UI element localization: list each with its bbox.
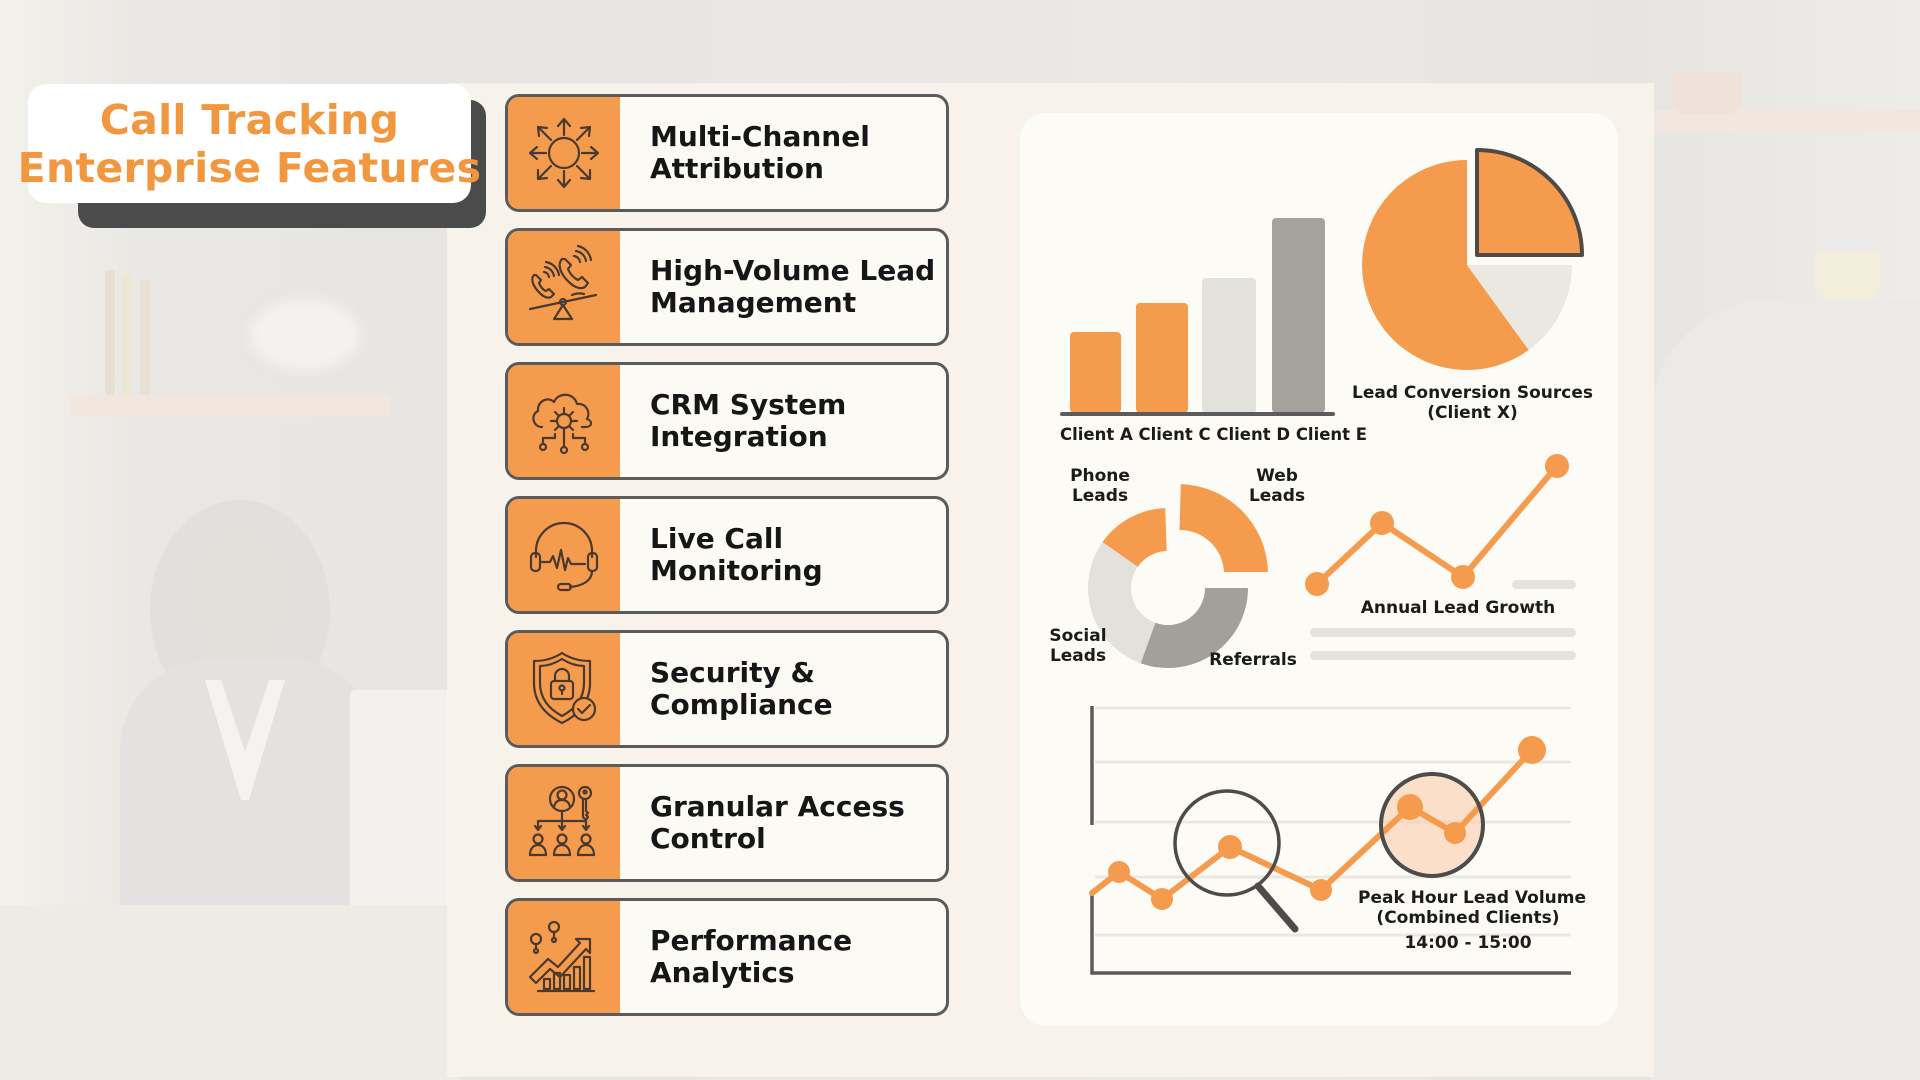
data-point <box>1545 454 1569 478</box>
x-label-client-c: Client C <box>1138 425 1211 444</box>
cloud-gear-icon <box>532 393 593 455</box>
shield-lock-check-icon <box>532 651 597 725</box>
background-plant-pot <box>1672 72 1742 114</box>
background-book <box>122 275 132 395</box>
background-shelf <box>70 395 390 417</box>
lead-sources-donut <box>1087 484 1268 669</box>
pie-slice-secondary <box>1467 265 1572 350</box>
annual-lead-growth-title: Annual Lead Growth <box>1360 598 1556 618</box>
feature-card-security-compliance[interactable]: Security & Compliance <box>505 630 949 748</box>
donut-segment-phone <box>1102 508 1167 567</box>
headset-waveform-icon <box>529 521 599 592</box>
feature-title-line-2: Analytics <box>650 956 795 989</box>
feature-title-line-1: Granular Access <box>650 790 905 823</box>
annual-lead-growth-chart <box>1305 454 1576 660</box>
peak-hour-annotation: 14:00 - 15:00 <box>1404 933 1532 953</box>
feature-title-line-2: Management <box>650 286 857 319</box>
page-title: Call Tracking Enterprise Features <box>18 84 481 203</box>
feature-title-line-2: Attribution <box>650 152 824 185</box>
lead-conversion-pie <box>1362 148 1584 370</box>
feature-title-line-1: Live Call <box>650 522 784 555</box>
feature-card-performance-analytics[interactable]: Performance Analytics <box>505 898 949 1016</box>
donut-label-web-leads: Web Leads <box>1248 466 1306 506</box>
peak-highlight-circle <box>1379 772 1485 878</box>
feature-title-line-2: Control <box>650 822 766 855</box>
feature-title-line-2: Compliance <box>650 688 833 721</box>
x-axis <box>1090 895 1571 975</box>
feature-card-crm-system-integration[interactable]: CRM System Integration <box>505 362 949 480</box>
x-label-client-a: Client A <box>1060 425 1133 444</box>
background-book <box>105 270 115 395</box>
background-shelf <box>1655 110 1920 132</box>
feature-title-line-1: CRM System <box>650 388 847 421</box>
background-plant-pot <box>1815 252 1880 300</box>
data-point <box>1451 565 1475 589</box>
feature-card-live-call-monitoring[interactable]: Live Call Monitoring <box>505 496 949 614</box>
donut-label-referrals: Referrals <box>1209 650 1297 670</box>
bar-client-e <box>1272 218 1325 413</box>
pie-slice-primary <box>1362 160 1529 370</box>
x-label-client-d: Client D <box>1216 425 1291 444</box>
feature-title-line-1: Performance <box>650 924 853 957</box>
donut-label-phone-leads: Phone Leads <box>1070 466 1130 506</box>
bar-chart-x-labels: Client A Client C Client D Client E <box>1060 425 1367 445</box>
background-person-head <box>190 530 290 660</box>
data-point <box>1305 572 1329 596</box>
bar-client-d <box>1202 278 1256 413</box>
pie-chart-title: Lead Conversion Sources (Client X) <box>1352 383 1593 423</box>
feature-title-line-1: High-Volume Lead <box>650 254 936 287</box>
bar-client-a <box>1070 332 1121 413</box>
user-hierarchy-key-icon <box>528 785 596 857</box>
title-line-2: Enterprise Features <box>17 143 482 192</box>
placeholder-line <box>1310 628 1576 637</box>
growth-chart-icon <box>528 920 596 993</box>
magnifier-icon <box>1173 789 1299 933</box>
feature-title-line-2: Integration <box>650 420 828 453</box>
background-laptop <box>350 690 450 940</box>
bar-client-c <box>1136 303 1188 413</box>
pie-slice-exploded <box>1475 148 1584 257</box>
feature-card-multi-channel-attribution[interactable]: Multi-Channel Attribution <box>505 94 949 212</box>
feature-title-line-1: Multi-Channel <box>650 120 870 153</box>
feature-card-granular-access-control[interactable]: Granular Access Control <box>505 764 949 882</box>
client-bar-chart <box>1060 218 1335 416</box>
donut-segment-referrals <box>1140 588 1248 669</box>
title-line-1: Call Tracking <box>99 95 400 144</box>
background-desk <box>0 905 460 1080</box>
background-decor <box>250 300 360 370</box>
donut-segment-web <box>1179 484 1268 572</box>
feature-title-line-2: Monitoring <box>650 554 823 587</box>
broadcast-arrows-icon <box>528 117 600 189</box>
data-point <box>1370 511 1394 535</box>
phones-balance-icon <box>528 245 598 321</box>
peak-hour-title: Peak Hour Lead Volume (Combined Clients)… <box>1358 888 1586 953</box>
feature-card-high-volume-lead-management[interactable]: High-Volume Lead Management <box>505 228 949 346</box>
placeholder-line <box>1310 651 1576 660</box>
background-person-right <box>1650 300 1920 1080</box>
donut-segment-social <box>1087 542 1156 664</box>
placeholder-bar <box>1512 580 1576 589</box>
background-book <box>140 280 150 395</box>
x-label-client-e: Client E <box>1295 425 1368 444</box>
feature-title-line-1: Security & <box>650 656 815 689</box>
peak-hour-chart <box>1089 706 1571 975</box>
donut-label-social-leads: Social Leads <box>1049 626 1107 666</box>
